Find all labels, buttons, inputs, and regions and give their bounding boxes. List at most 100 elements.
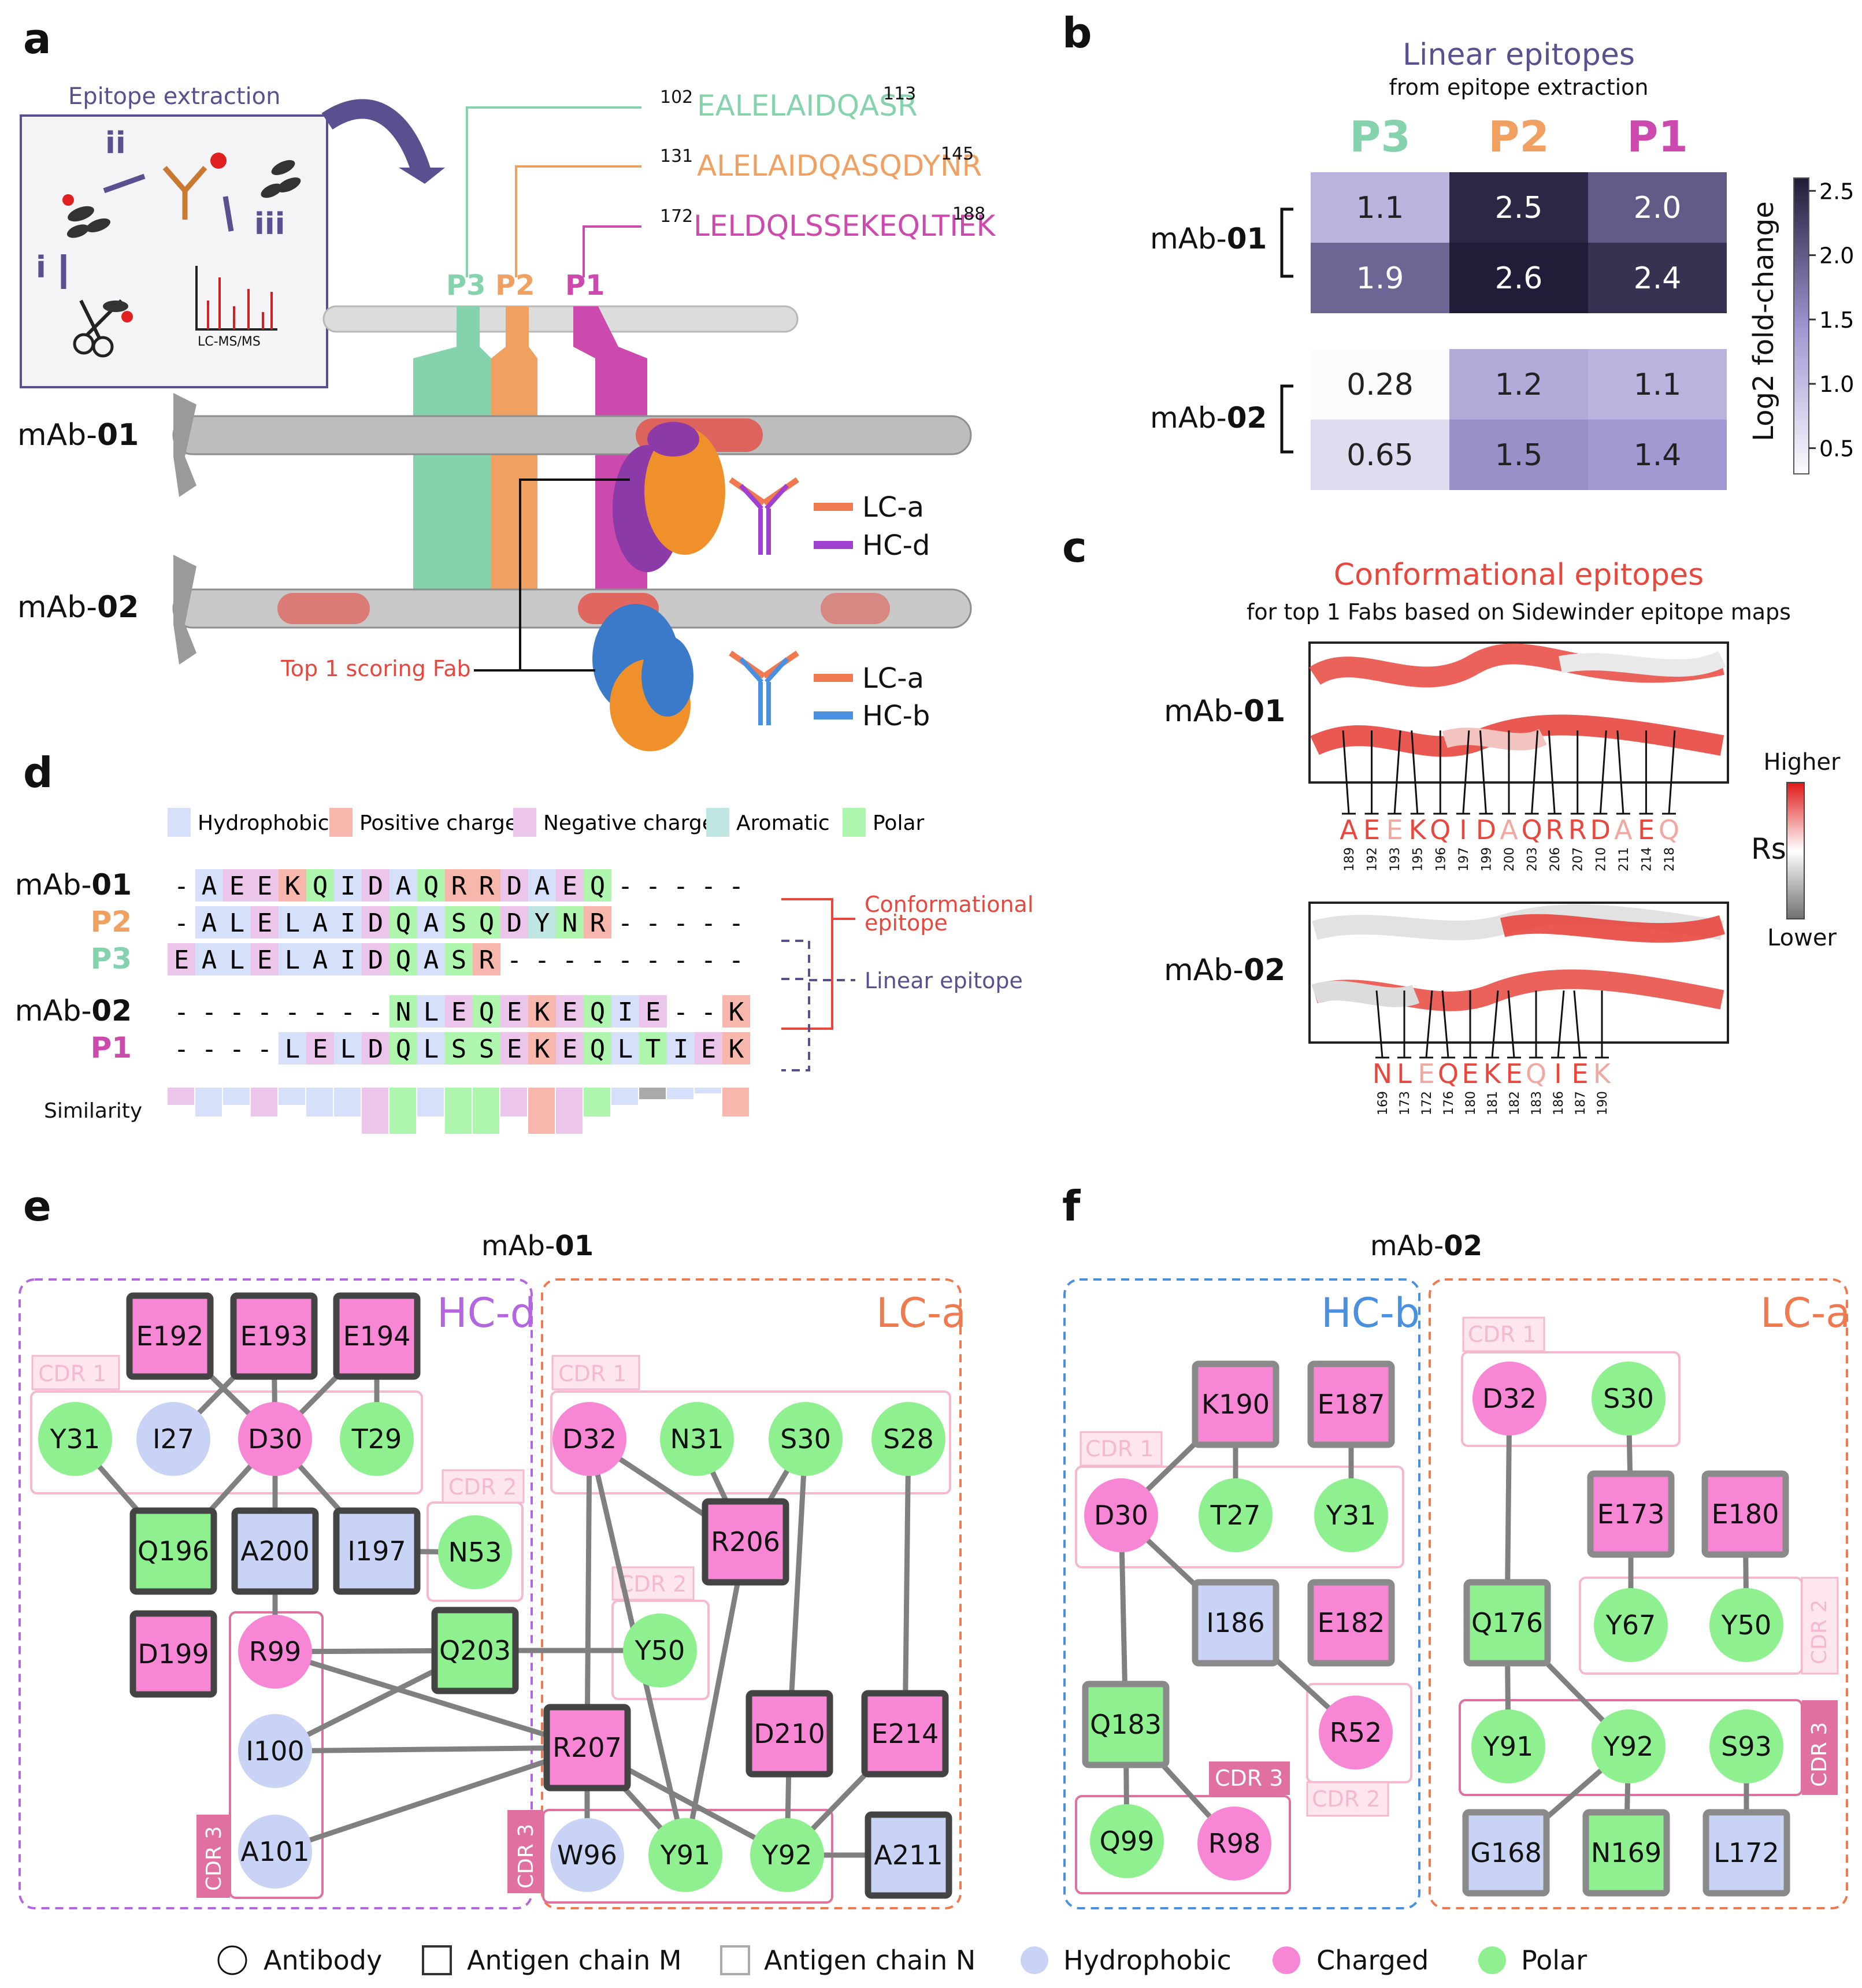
- alignment-residue: -: [701, 997, 717, 1027]
- contact-edge-r99-r207: [274, 1649, 588, 1750]
- node-i100-e-label: I100: [246, 1735, 304, 1767]
- top-fab-bracket: [519, 479, 630, 672]
- heatmap-value-r0-c0: 1.1: [1356, 191, 1404, 225]
- node-n53-e: [438, 1515, 512, 1589]
- cdr2-label-lc-f: CDR 2: [1808, 1600, 1831, 1664]
- rs-label: Rs: [1751, 832, 1786, 866]
- residue-letter: R: [1545, 814, 1564, 845]
- node-q99-f-label: Q99: [1100, 1826, 1155, 1857]
- alignment-residue: R: [590, 908, 606, 938]
- alignment-residue: K: [729, 997, 744, 1027]
- legend-antibody: Antibody: [264, 1945, 382, 1976]
- alignment-residue: I: [340, 945, 356, 975]
- alignment-cell: [306, 943, 334, 976]
- bottom-legend: Antibody Antigen chain M Antigen chain N…: [217, 1945, 1587, 1976]
- residue-letter: E: [1386, 814, 1403, 845]
- node-d30-e-label: D30: [248, 1423, 302, 1455]
- alignment-residue: Q: [396, 945, 411, 975]
- legend-hc-02: HC-b: [862, 700, 930, 732]
- node-q203-e: [431, 1607, 519, 1694]
- residue-number: 169: [1376, 1091, 1390, 1115]
- step-iii-arrow: [222, 196, 234, 232]
- residue-number: 190: [1596, 1091, 1610, 1115]
- alignment-residue: E: [562, 871, 578, 901]
- cdr3-label-lc-f: CDR 3: [1808, 1722, 1831, 1787]
- alignment-cell: [473, 943, 500, 976]
- residue-number: 196: [1434, 847, 1448, 871]
- cdr1-label-hc-f: CDR 1: [1085, 1436, 1153, 1462]
- alignment-residue: -: [729, 945, 744, 975]
- legend-hc-01: HC-d: [862, 529, 930, 562]
- peptide-p2-start: 131: [660, 146, 693, 166]
- alignment-residue: -: [673, 997, 689, 1027]
- heatmap-subtitle: from epitope extraction: [1389, 75, 1649, 100]
- alignment-residue: A: [424, 908, 439, 938]
- node-e180-f: [1701, 1470, 1789, 1558]
- alignment-residue: -: [174, 997, 190, 1027]
- alignment-cell: [722, 1032, 750, 1065]
- node-i197-e: [333, 1507, 421, 1595]
- similarity-bar: [695, 1088, 721, 1093]
- node-a211-e: [865, 1811, 952, 1899]
- node-e192-e: [126, 1292, 214, 1380]
- node-d210-e: [745, 1690, 833, 1778]
- alignment-residue: L: [424, 997, 439, 1027]
- alignment-residue: A: [313, 908, 328, 938]
- alignment-cell: [500, 869, 528, 902]
- node-e214-e-label: E214: [871, 1718, 939, 1749]
- alignment-cell: [362, 1032, 390, 1065]
- alignment-residue: I: [340, 908, 356, 938]
- node-e182-f: [1307, 1579, 1395, 1667]
- node-y50-e-label: Y50: [635, 1635, 685, 1666]
- alignment-cell: [279, 943, 306, 976]
- peptide-p3: 102 EALELAIDQASR 113: [466, 84, 918, 277]
- antigen-mab01: [172, 415, 972, 455]
- node-l172-f: [1702, 1809, 1790, 1897]
- lc-a-label-e: LC-a: [876, 1289, 966, 1337]
- panel-label-a: a: [23, 14, 51, 63]
- node-s28-e: [871, 1402, 945, 1476]
- alignment-residue: -: [618, 871, 633, 901]
- alignment-residue: -: [590, 945, 606, 975]
- alignment-cell: [390, 995, 417, 1028]
- heatmap-value-r0-c2: 2.0: [1634, 191, 1682, 225]
- cdr2-label-hc-e: CDR 2: [448, 1474, 517, 1500]
- alignment-cell: [195, 869, 223, 902]
- alignment-residue: Q: [479, 908, 495, 938]
- legend-swatch: [329, 808, 353, 837]
- similarity-bar: [445, 1088, 472, 1134]
- similarity-bar: [500, 1088, 527, 1117]
- cdr1-label-lc-e: CDR 1: [558, 1361, 626, 1386]
- similarity-bar: [362, 1088, 388, 1134]
- alignment-cell: [445, 906, 473, 939]
- similarity-label: Similarity: [44, 1099, 142, 1123]
- cdr1-label-lc-f: CDR 1: [1468, 1322, 1536, 1347]
- peptide-p3-end: 113: [883, 84, 916, 104]
- peptide-p2-end: 145: [941, 144, 974, 164]
- alignment-cell: [556, 906, 584, 939]
- node-y91-e-label: Y91: [660, 1839, 711, 1871]
- conf-residues-01: A189E192E193K195Q196I197D199A200Q203R206…: [1340, 730, 1679, 871]
- similarity-bar: [417, 1088, 444, 1117]
- conf-epitope-label-1: Conformational: [865, 892, 1033, 917]
- node-d30-f-label: D30: [1094, 1500, 1148, 1531]
- node-q99-f: [1090, 1804, 1164, 1878]
- alignment-cell: [195, 906, 223, 939]
- alignment-cell: [251, 943, 279, 976]
- similarity-bar: [473, 1088, 499, 1134]
- alignment-residue: Q: [396, 908, 411, 938]
- node-r52-f-label: R52: [1330, 1717, 1382, 1748]
- alignment-residue: E: [562, 997, 578, 1027]
- alignment-cell: [223, 869, 251, 902]
- node-n53-e-label: N53: [448, 1537, 502, 1568]
- node-y91-f-label: Y91: [1483, 1731, 1534, 1762]
- node-n169-f: [1582, 1809, 1670, 1897]
- alignment-cell: [695, 1032, 722, 1065]
- alignment-residue: R: [479, 945, 495, 975]
- node-i27-e: [136, 1402, 210, 1476]
- node-g168-f: [1462, 1809, 1550, 1897]
- legend-charged: Charged: [1316, 1945, 1429, 1976]
- alignment-residue: A: [202, 871, 217, 901]
- colorbar-tick-label: 0.5: [1819, 436, 1854, 461]
